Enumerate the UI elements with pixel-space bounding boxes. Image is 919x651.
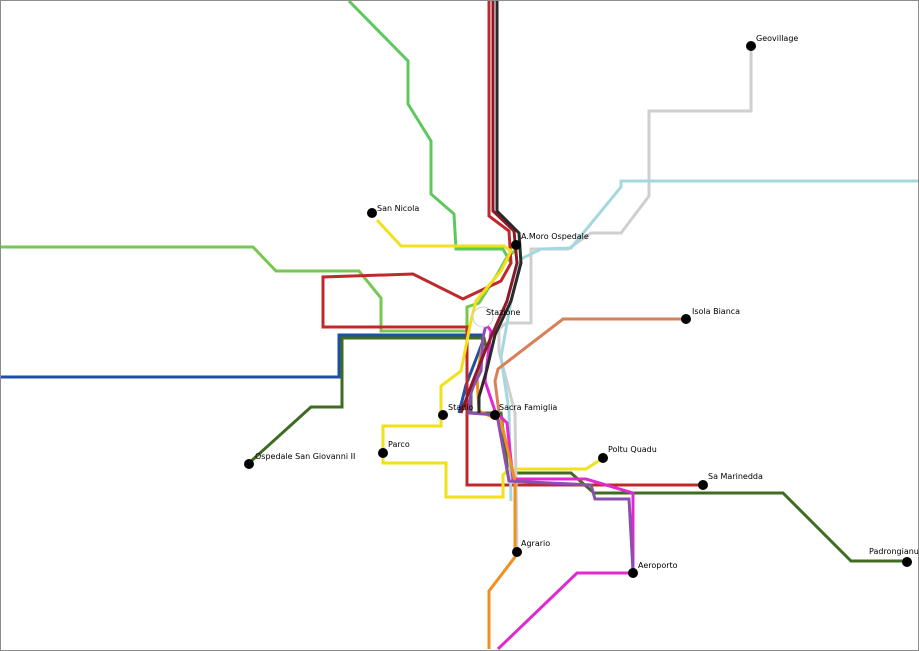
stop-label: Aeroporto [638, 561, 678, 570]
stop-marker[interactable] [490, 410, 500, 420]
stop-marker[interactable] [438, 410, 448, 420]
stop-geovillage[interactable]: Geovillage [746, 34, 798, 51]
stop-marker[interactable] [244, 459, 254, 469]
stop-marker[interactable] [628, 568, 638, 578]
stop-label: Sacra Famiglia [499, 403, 557, 412]
stop-label: San Nicola [377, 204, 419, 213]
stop-isola-bianca[interactable]: Isola Bianca [681, 307, 740, 324]
stop-marker[interactable] [746, 41, 756, 51]
stop-label: Geovillage [756, 34, 798, 43]
stop-marker[interactable] [511, 240, 521, 250]
route-lightblue-line[interactable] [499, 179, 918, 502]
stop-stazione[interactable]: Stazione [486, 308, 521, 317]
route-orange-line[interactable] [475, 340, 517, 649]
route-black-line[interactable] [477, 1, 523, 413]
stop-marker[interactable] [681, 314, 691, 324]
stop-label: Agrario [521, 539, 550, 548]
stop-stadio[interactable]: Stadio [438, 403, 473, 420]
stop-sacra-famiglia[interactable]: Sacra Famiglia [490, 403, 557, 420]
stop-label: A.Moro Ospedale [521, 232, 589, 241]
route-yellow-line[interactable] [375, 218, 604, 499]
stop-ospedale-san-giovanni[interactable]: Ospedale San Giovanni II [244, 452, 355, 469]
stop-marker[interactable] [378, 448, 388, 458]
stop-marker[interactable] [367, 208, 377, 218]
stop-agrario[interactable]: Agrario [512, 539, 550, 557]
stop-label: Padrongianus [869, 547, 918, 556]
stop-marker[interactable] [902, 557, 912, 567]
stop-marker[interactable] [698, 480, 708, 490]
route-blue-line[interactable] [1, 333, 485, 414]
stop-label: Parco [388, 440, 410, 449]
stop-label: Sa Marinedda [708, 472, 763, 481]
stop-label: Stadio [448, 403, 473, 412]
stop-aeroporto[interactable]: Aeroporto [628, 561, 678, 578]
stop-label: Isola Bianca [692, 307, 740, 316]
route-darkgreen-line[interactable] [247, 336, 907, 563]
stop-san-nicola[interactable]: San Nicola [367, 204, 419, 218]
stop-marker[interactable] [598, 453, 608, 463]
stop-padrongianus[interactable]: Padrongianus [869, 547, 918, 567]
stazione-hub [472, 306, 494, 328]
stop-label: Stazione [486, 308, 521, 317]
stop-a-moro-ospedale[interactable]: A.Moro Ospedale [511, 232, 589, 250]
stop-label: Ospedale San Giovanni II [255, 452, 355, 461]
stop-marker[interactable] [512, 547, 522, 557]
route-lightgreen-line[interactable] [1, 245, 516, 333]
stop-parco[interactable]: Parco [378, 440, 410, 458]
stop-label: Poltu Quadu [608, 445, 657, 454]
stop-sa-marinedda[interactable]: Sa Marinedda [698, 472, 763, 490]
route-green-line[interactable] [347, 1, 513, 264]
route-salmon-line[interactable] [493, 317, 686, 414]
route-maroon-line[interactable] [459, 1, 519, 414]
stop-poltu-quadu[interactable]: Poltu Quadu [598, 445, 657, 463]
